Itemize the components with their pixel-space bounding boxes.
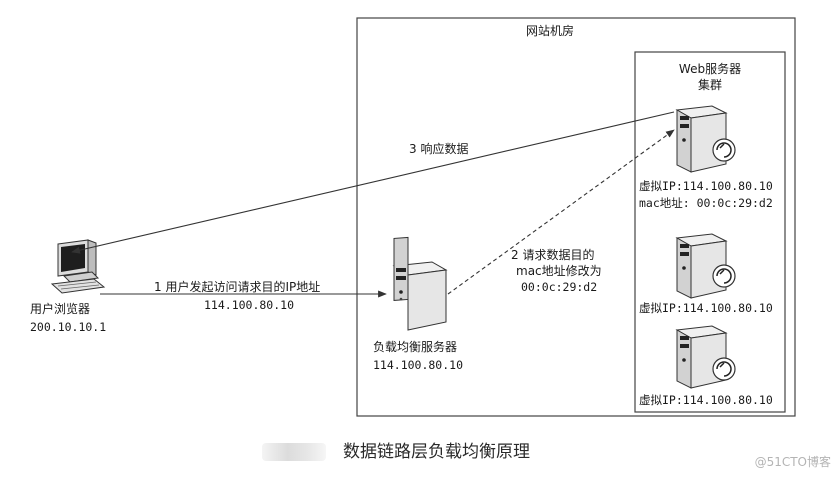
step3-label: 3 响应数据	[409, 142, 469, 156]
client-computer-icon	[50, 239, 106, 294]
web-server-3-icon	[675, 325, 736, 389]
cluster-title-line1: Web服务器	[678, 62, 742, 76]
web-server-2-icon	[675, 233, 736, 299]
client-ip: 200.10.10.1	[30, 320, 107, 334]
load-balancer-ip: 114.100.80.10	[373, 358, 464, 372]
server-1-virtual-ip: 虚拟IP:114.100.80.10	[639, 179, 773, 193]
step1-target-ip: 114.100.80.10	[204, 298, 295, 312]
step2-label-line3: 00:0c:29:d2	[521, 280, 598, 294]
step2-label-line2: mac地址修改为	[516, 264, 602, 278]
cluster-title-line2: 集群	[697, 78, 722, 92]
forward-arrow-step2	[447, 129, 675, 295]
step2-label-line1: 2 请求数据目的	[511, 248, 595, 262]
client-name: 用户浏览器	[30, 302, 91, 316]
load-balancer-name: 负载均衡服务器	[373, 340, 458, 354]
blurred-figure-number	[262, 443, 326, 461]
web-server-1-icon	[675, 105, 736, 173]
website-room-title: 网站机房	[526, 24, 575, 38]
server-2-virtual-ip: 虚拟IP:114.100.80.10	[639, 301, 773, 315]
response-arrow-step3	[71, 111, 675, 254]
server-3-virtual-ip: 虚拟IP:114.100.80.10	[639, 393, 773, 407]
load-balancer-server-icon	[392, 236, 448, 331]
watermark: @51CTO博客	[754, 455, 831, 469]
step1-label: 1 用户发起访问请求目的IP地址	[154, 280, 321, 294]
website-room-box	[356, 17, 796, 417]
server-1-mac-address: mac地址: 00:0c:29:d2	[639, 196, 773, 210]
server-cluster-box	[634, 51, 786, 413]
figure-caption: 数据链路层负载均衡原理	[343, 442, 530, 462]
